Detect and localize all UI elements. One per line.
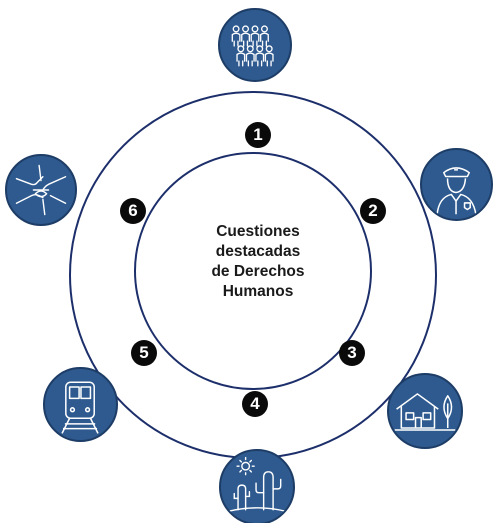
- train-tracks-icon: [43, 367, 118, 442]
- marker-3: 3: [339, 340, 365, 366]
- desert-cactus-sun-icon: [219, 449, 295, 523]
- marker-5: 5: [131, 340, 157, 366]
- marker-1: 1: [245, 122, 271, 148]
- house-tree-icon: [387, 373, 463, 449]
- marker-2: 2: [360, 198, 386, 224]
- center-title-line-1: Cuestiones: [216, 223, 300, 240]
- center-title-line-2: destacadas: [215, 243, 301, 260]
- marker-6: 6: [120, 198, 146, 224]
- people-group-icon: [218, 8, 292, 82]
- marker-4: 4: [242, 391, 268, 417]
- inner-ring: [134, 152, 372, 390]
- center-title-line-3: de Derechos: [211, 263, 305, 280]
- joined-hands-icon: [5, 154, 77, 226]
- center-title: Cuestiones destacadas de Derechos Humano…: [176, 222, 340, 302]
- center-title-line-4: Humanos: [222, 283, 294, 300]
- police-officer-icon: [420, 148, 493, 221]
